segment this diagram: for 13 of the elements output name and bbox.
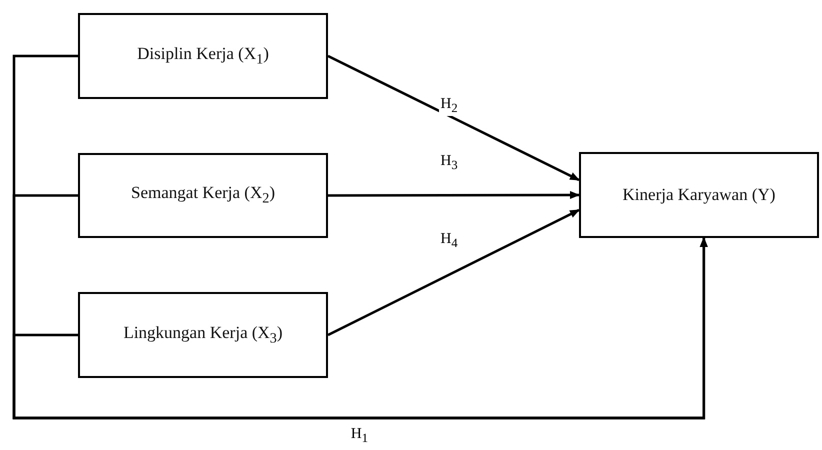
variable-label: Disiplin Kerja (X$_{1}$) <box>137 44 269 68</box>
arrow <box>328 191 580 200</box>
variable-box <box>78 292 328 378</box>
variable-box <box>579 152 819 238</box>
arrow <box>327 54 580 182</box>
edge-label: H$_{2}$ <box>438 96 460 116</box>
variable-label: Lingkungan Kerja (X$_{3}$) <box>123 322 283 348</box>
variable-label: Semangat Kerja (X$_{2}$) <box>131 183 275 208</box>
variable-box <box>78 153 328 238</box>
arrow <box>12 237 708 420</box>
variable-box <box>78 13 328 99</box>
arrow <box>327 208 580 336</box>
variable-label: Kinerja Karyawan (Y) <box>622 185 776 205</box>
